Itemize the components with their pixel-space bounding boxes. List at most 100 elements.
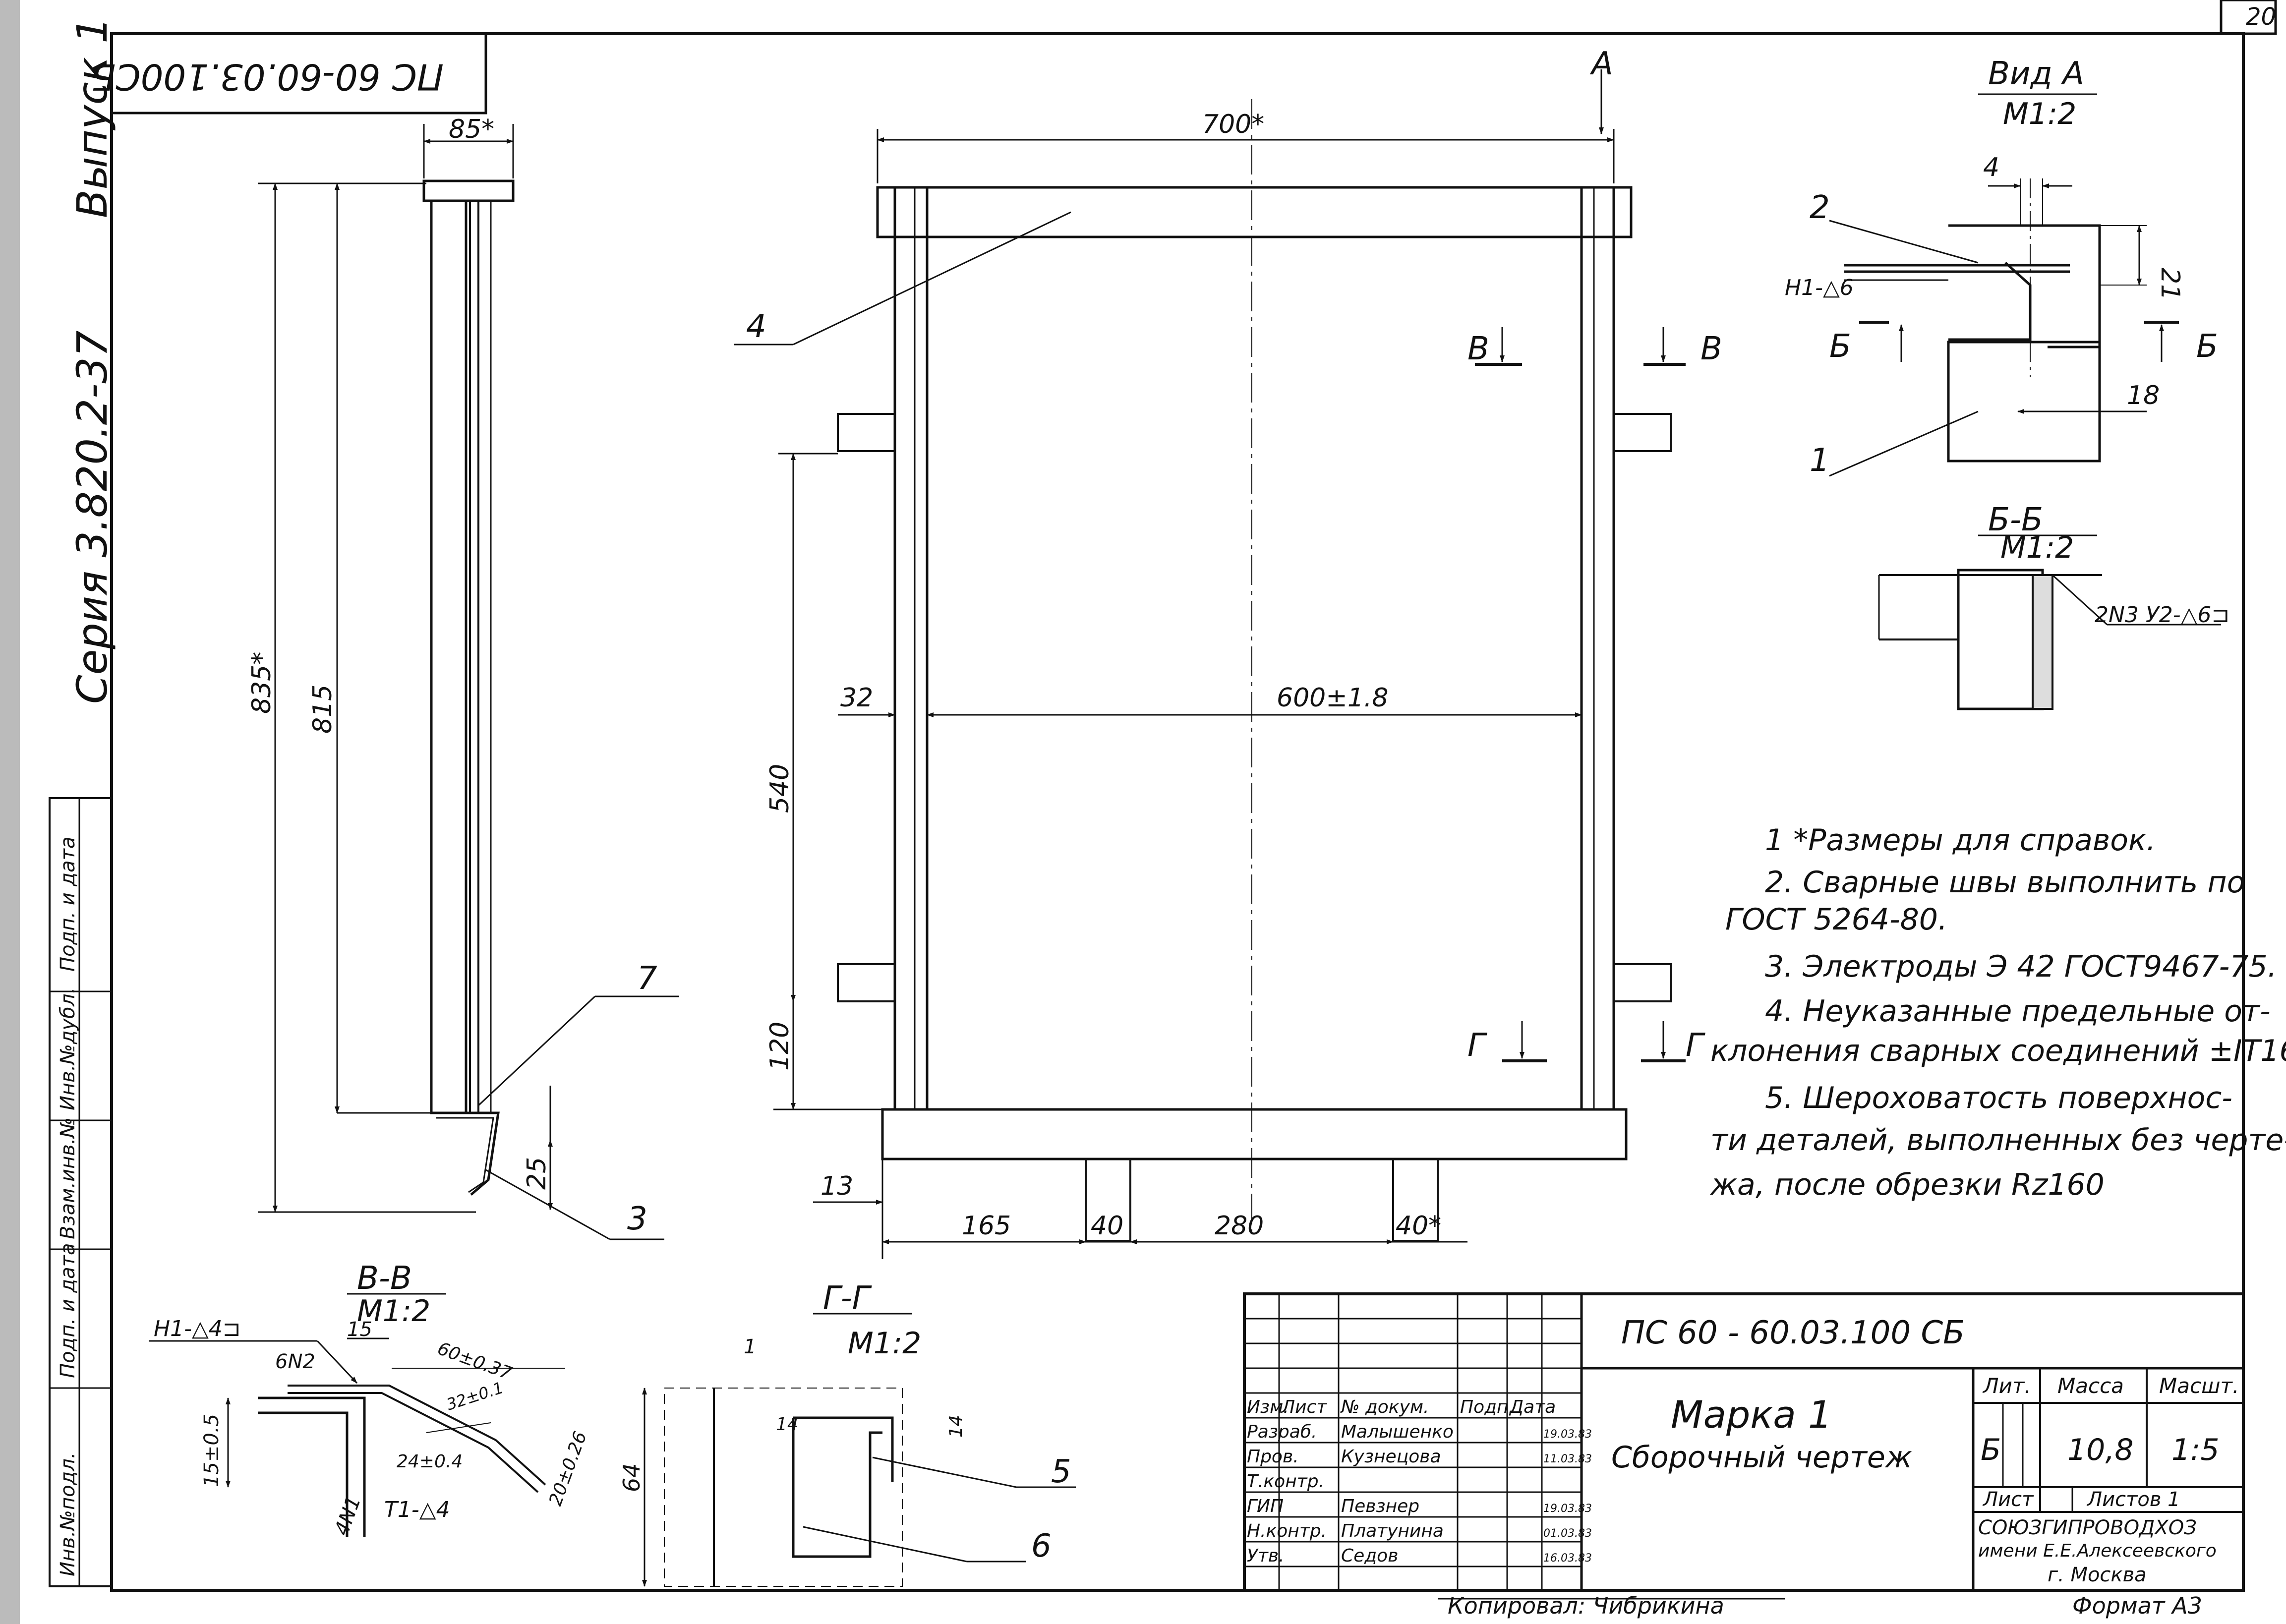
section-vv-scale: М1:2	[357, 1294, 430, 1329]
tb-head-mass: Масса	[2057, 1374, 2124, 1398]
section-vv-title: В-В	[357, 1260, 412, 1297]
front-dim-120: 120	[765, 1022, 795, 1071]
tb-sheets-label: Листов 1	[2086, 1488, 2180, 1511]
name-1: Малышенко	[1341, 1422, 1454, 1442]
section-gg-scale: М1:2	[848, 1326, 921, 1361]
role-1: Разраб.	[1247, 1422, 1317, 1442]
sign-head-date: Дата	[1509, 1397, 1556, 1417]
callout-7: 7	[637, 960, 657, 997]
side-cell-5: Инв.№подл.	[57, 1452, 79, 1576]
section-b-left: В	[1467, 331, 1489, 367]
view-a-dim-4: 4	[1983, 153, 1999, 182]
tb-org-1: СОЮЗГИПРОВОДХОЗ	[1978, 1516, 2197, 1539]
front-dim-32: 32	[840, 683, 873, 713]
tb-lit: Б	[1981, 1433, 2001, 1467]
role-2: Пров.	[1247, 1447, 1299, 1467]
title-block	[1243, 1292, 2245, 1592]
section-g-left: Г	[1467, 1027, 1487, 1064]
role-6: Утв.	[1247, 1546, 1285, 1566]
note-line-5: 4. Неуказанные предельные от-	[1765, 994, 2271, 1029]
sign-head-sign: Подп.	[1460, 1397, 1514, 1417]
issue-label: Выпуск 1	[68, 17, 117, 218]
view-a-scale: М1:2	[2003, 97, 2076, 131]
section-gg-title: Г-Г	[823, 1280, 872, 1317]
section-vv-dim-24: 24±0.4	[397, 1451, 463, 1472]
front-view	[734, 69, 1686, 1259]
note-line-8: ти деталей, выполненных без черте-	[1710, 1123, 2286, 1158]
section-bb-right: Б	[2196, 328, 2218, 365]
date-2: 11.03.83	[1543, 1453, 1592, 1465]
tb-org-3: г. Москва	[2048, 1564, 2147, 1586]
notes: 1 *Размеры для справок. 2. Сварные швы в…	[1709, 823, 2286, 1202]
side-dim-25: 25	[522, 1157, 552, 1190]
section-bb-weld: 2N3 У2-△6⊐	[2095, 602, 2229, 628]
view-a-dim-18: 18	[2127, 381, 2160, 410]
view-a-mark: А	[1589, 46, 1613, 82]
section-vv-weld-top: Н1-△4⊐	[154, 1316, 241, 1341]
view-a-title: Вид А	[1988, 56, 2084, 92]
side-cell-2: Инв.№дубл.	[57, 987, 79, 1110]
series-label: Серия 3.820.2-37	[68, 331, 117, 704]
section-gg-dim-1: 1	[744, 1335, 756, 1358]
section-vv-dim-15: 15	[347, 1318, 372, 1341]
tb-org-2: имени Е.Е.Алексеевского	[1978, 1541, 2217, 1561]
sheet-number: 20	[2246, 3, 2276, 31]
callout-6: 6	[1031, 1528, 1052, 1565]
side-cell-3: Взам.инв.№	[57, 1117, 79, 1239]
binding-strip	[0, 0, 20, 1624]
tb-head-lit: Лит.	[1982, 1374, 2031, 1398]
rotated-code: ПС 60-60.03.100СБ	[91, 56, 444, 98]
side-dim-835: 835*	[247, 652, 277, 714]
callout-2: 2	[1810, 189, 1830, 226]
callout-1: 1	[1810, 442, 1830, 479]
note-line-1: 1 *Размеры для справок.	[1765, 823, 2156, 858]
sign-head-izm: Изм.	[1247, 1397, 1289, 1417]
side-cell-1: Подп. и дата	[57, 837, 79, 972]
side-view	[258, 124, 679, 1240]
side-dim-85: 85*	[449, 115, 494, 144]
front-dim-280: 280	[1215, 1211, 1264, 1241]
section-gg-dim-14: 14	[776, 1414, 799, 1435]
view-a-dim-21: 21	[2155, 268, 2185, 300]
name-2: Кузнецова	[1341, 1447, 1441, 1467]
section-vv-weld-6n2: 6N2	[275, 1350, 315, 1373]
date-1: 19.03.83	[1543, 1428, 1592, 1441]
footer-copied: Копировал: Чибрикина	[1448, 1592, 1724, 1619]
view-a-weld: Н1-△6	[1785, 275, 1854, 300]
note-line-9: жа, после обрезки Rz160	[1709, 1167, 2105, 1202]
section-gg-dim-14b: 14	[946, 1415, 966, 1438]
front-dim-165: 165	[962, 1211, 1011, 1241]
note-line-6: клонения сварных соединений ±IT16/2	[1710, 1034, 2286, 1068]
section-vv-dim-32: 32±0.1	[444, 1378, 506, 1414]
section-vv	[149, 1337, 565, 1537]
role-5: Н.контр.	[1247, 1521, 1327, 1541]
section-bb	[1878, 569, 2221, 710]
note-line-7: 5. Шероховатость поверхнос-	[1765, 1081, 2232, 1115]
date-5: 01.03.83	[1543, 1527, 1592, 1540]
role-4: ГИП	[1247, 1496, 1284, 1516]
name-6: Седов	[1341, 1546, 1398, 1566]
name-4: Певзнер	[1341, 1496, 1419, 1516]
tb-mass: 10,8	[2067, 1433, 2134, 1467]
front-dim-40b: 40*	[1396, 1211, 1441, 1241]
side-cell-4: Подп. и дата	[57, 1243, 79, 1378]
note-line-2: 2. Сварные швы выполнить по	[1765, 865, 2245, 900]
section-bb-scale: М1:2	[2000, 530, 2074, 565]
callout-3: 3	[627, 1201, 647, 1237]
section-g-right: Г	[1686, 1027, 1705, 1064]
section-bb-title: Б-Б	[1988, 502, 2043, 538]
tb-sheet-label: Лист	[1982, 1488, 2034, 1511]
front-dim-600: 600±1.8	[1277, 683, 1389, 713]
note-line-4: 3. Электроды Э 42 ГОСТ9467-75.	[1765, 949, 2277, 984]
date-4: 19.03.83	[1543, 1503, 1592, 1515]
note-line-3: ГОСТ 5264-80.	[1725, 902, 1947, 937]
front-dim-13: 13	[821, 1171, 853, 1201]
section-gg-dim-64: 64	[618, 1463, 645, 1492]
sign-head-list: Лист	[1281, 1397, 1327, 1417]
tb-head-scale: Масшт.	[2159, 1374, 2239, 1398]
date-6: 16.03.83	[1543, 1552, 1592, 1565]
title-name-2: Сборочный чертеж	[1611, 1440, 1912, 1475]
section-bb-left: Б	[1829, 328, 1851, 365]
front-dim-540: 540	[765, 764, 795, 813]
